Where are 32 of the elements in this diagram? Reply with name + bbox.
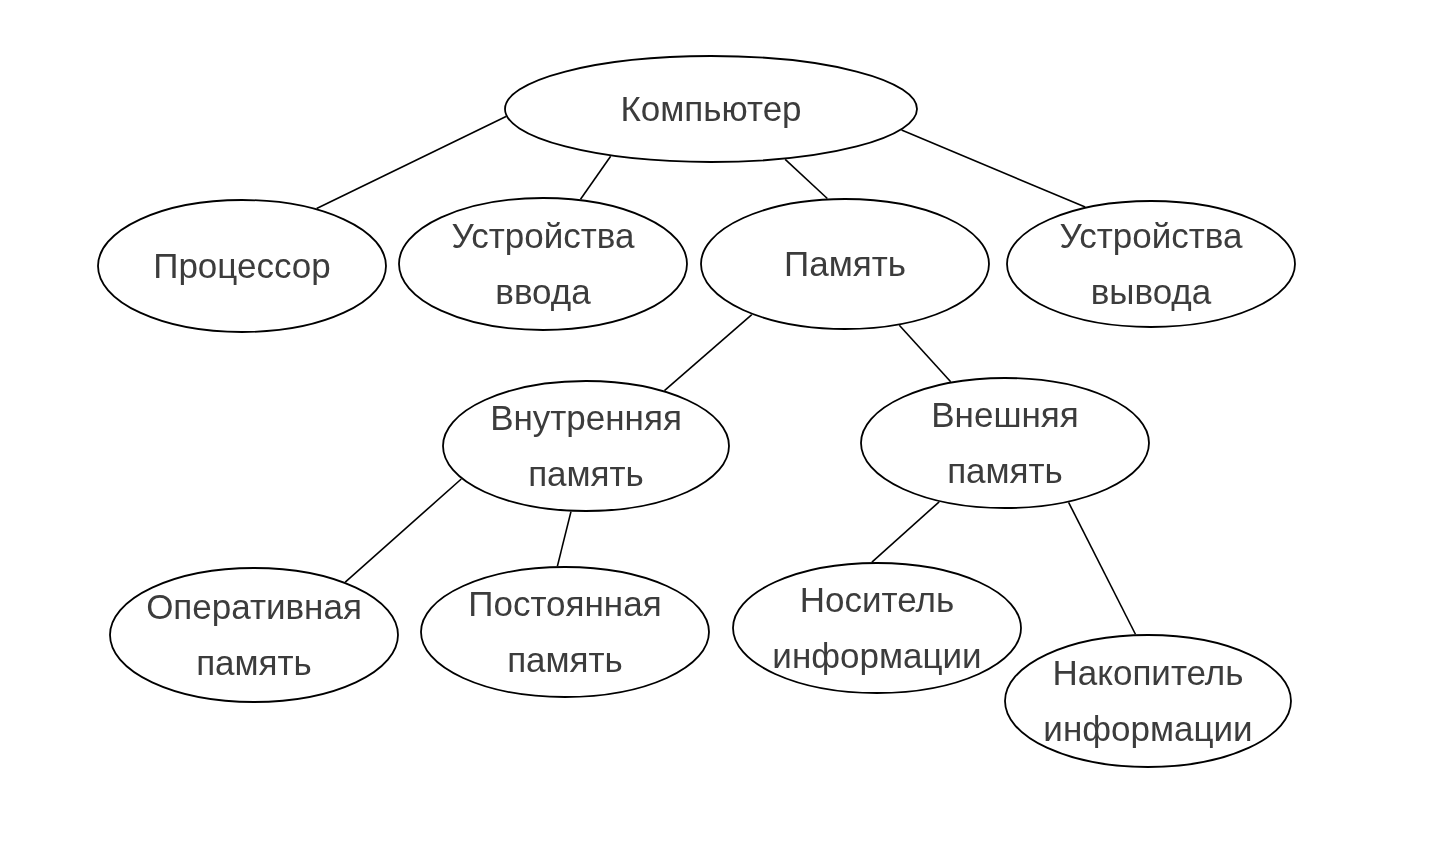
oval-node bbox=[860, 377, 1150, 509]
node-label: Память bbox=[784, 243, 906, 285]
connector-line bbox=[556, 510, 572, 567]
connector-line bbox=[898, 324, 952, 383]
node-label: Накопитель информации bbox=[1042, 652, 1254, 750]
node-label: Постоянная память bbox=[467, 583, 663, 681]
oval-node bbox=[1006, 200, 1296, 328]
node-label: Устройства вывода bbox=[1058, 215, 1244, 313]
connector-line bbox=[784, 158, 829, 200]
connector-line bbox=[344, 478, 463, 583]
oval-node bbox=[398, 197, 688, 331]
oval-node bbox=[1004, 634, 1292, 768]
node-label: Компьютер bbox=[620, 88, 802, 130]
oval-node bbox=[442, 380, 730, 512]
oval-node bbox=[420, 566, 710, 698]
oval-node bbox=[504, 55, 918, 163]
oval-node bbox=[700, 198, 990, 330]
connector-line bbox=[1067, 501, 1137, 636]
connector-line bbox=[663, 313, 753, 392]
node-label: Оперативная память bbox=[145, 586, 363, 684]
connector-line bbox=[579, 155, 612, 201]
node-label: Процессор bbox=[153, 245, 331, 287]
oval-node bbox=[732, 562, 1022, 694]
connector-line bbox=[900, 129, 1086, 208]
node-label: Устройства ввода bbox=[450, 215, 636, 313]
node-label: Внешняя память bbox=[930, 394, 1080, 492]
node-label: Внутренняя память bbox=[489, 397, 683, 495]
oval-node bbox=[109, 567, 399, 703]
connector-line bbox=[871, 501, 940, 563]
node-label: Носитель информации bbox=[771, 579, 983, 677]
connector-line bbox=[315, 115, 507, 210]
oval-node bbox=[97, 199, 387, 333]
